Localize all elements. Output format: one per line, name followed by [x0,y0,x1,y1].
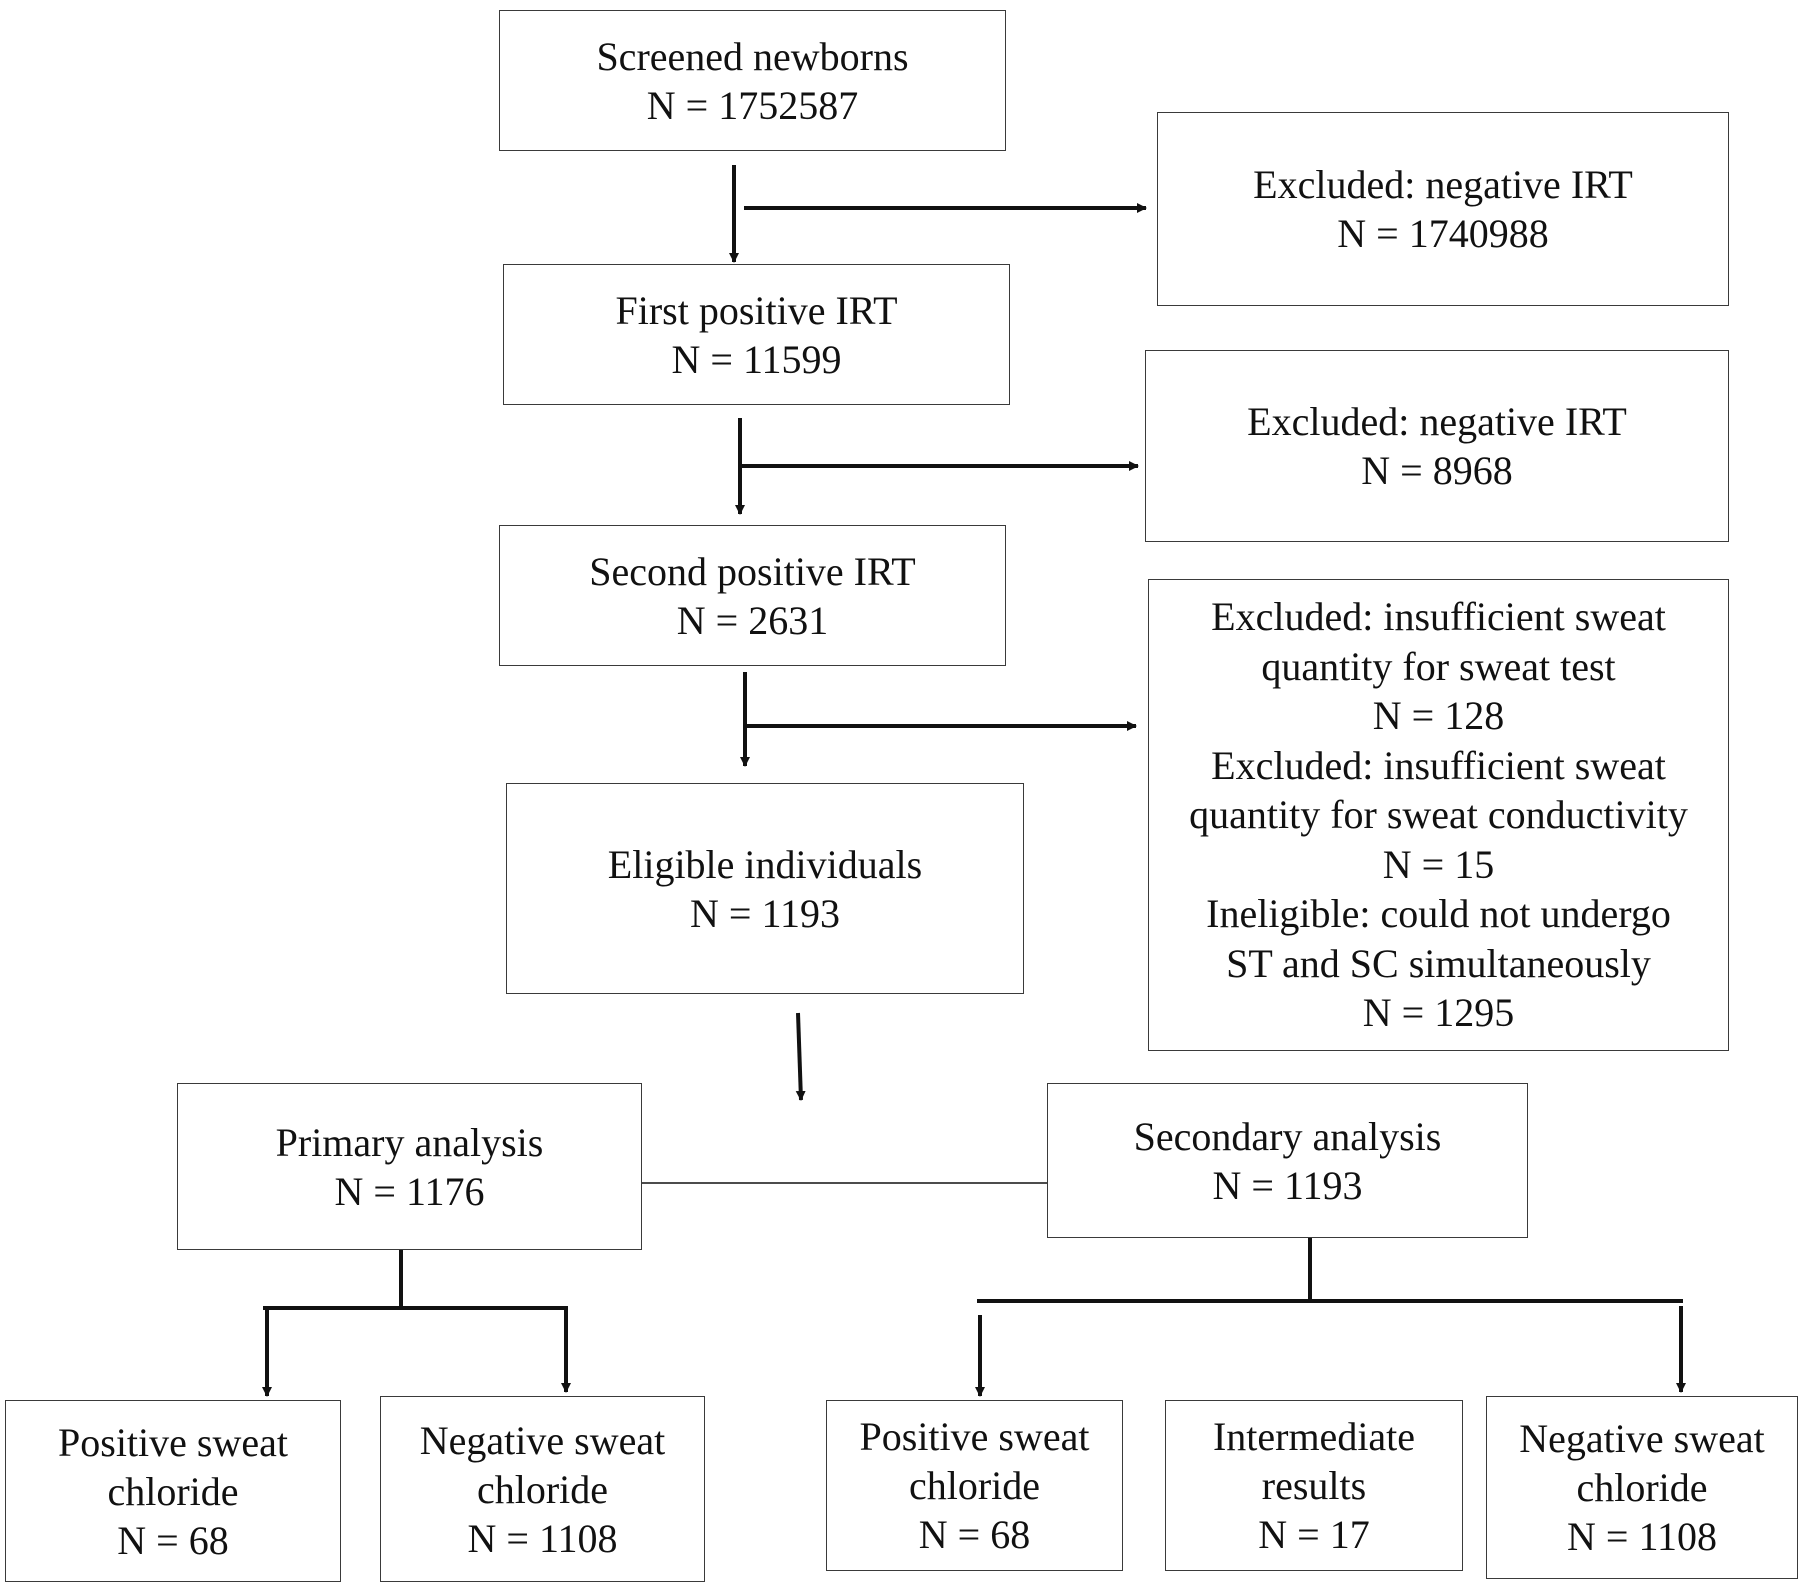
arrow-eligible-down [795,1012,806,1101]
eligible-individuals-box: Eligible individuals N = 1193 [506,783,1024,994]
box-line: Excluded: negative IRT [1247,399,1627,444]
primary-positive-sweat-chloride-box: Positive sweat chloride N = 68 [5,1400,341,1582]
excluded-negative-irt-2-box: Excluded: negative IRT N = 8968 [1145,350,1729,542]
box-line: N = 8968 [1361,448,1513,493]
box-line: N = 1108 [1567,1514,1717,1559]
box-line: N = 11599 [671,336,842,382]
box-line: Ineligible: could not undergo [1206,891,1671,937]
first-positive-irt-box: First positive IRT N = 11599 [503,264,1010,405]
primary-negative-sweat-chloride-box: Negative sweat chloride N = 1108 [380,1396,705,1582]
box-line: ST and SC simultaneously [1226,940,1651,986]
secondary-positive-sweat-chloride-box: Positive sweat chloride N = 68 [826,1400,1123,1571]
box-line: results [1261,1463,1367,1508]
primary-analysis-box: Primary analysis N = 1176 [177,1083,642,1250]
box-line: N = 15 [1382,841,1495,887]
box-line: Positive sweat [58,1419,288,1465]
secondary-analysis-box: Secondary analysis N = 1193 [1047,1083,1528,1238]
box-line: chloride [1576,1465,1708,1510]
box-line: N = 17 [1258,1512,1370,1557]
box-line: N = 1295 [1362,990,1515,1036]
box-line: N = 1752587 [646,82,859,128]
box-line: N = 68 [918,1512,1031,1557]
box-line: Excluded: insufficient sweat [1211,742,1666,788]
box-line: quantity for sweat test [1261,643,1616,689]
box-line: Intermediate [1212,1414,1416,1459]
excluded-insufficient-sweat-box: Excluded: insufficient sweat quantity fo… [1148,579,1729,1051]
excluded-negative-irt-1-box: Excluded: negative IRT N = 1740988 [1157,112,1729,306]
box-line: N = 128 [1372,693,1505,739]
box-line: N = 1176 [334,1168,485,1214]
secondary-intermediate-results-box: Intermediate results N = 17 [1165,1400,1463,1571]
secondary-negative-sweat-chloride-box: Negative sweat chloride N = 1108 [1486,1396,1798,1579]
box-line: N = 2631 [676,597,829,643]
box-line: chloride [107,1468,239,1514]
box-line: Eligible individuals [607,841,923,887]
box-line: N = 1193 [690,890,840,936]
screened-newborns-box: Screened newborns N = 1752587 [499,10,1006,151]
box-line: chloride [476,1466,609,1512]
box-line: Negative sweat [1519,1416,1765,1461]
box-line: Negative sweat [419,1417,666,1463]
box-line: Secondary analysis [1133,1113,1442,1159]
box-line: Excluded: negative IRT [1253,162,1633,207]
box-line: First positive IRT [615,287,898,333]
second-positive-irt-box: Second positive IRT N = 2631 [499,525,1006,666]
box-line: N = 1740988 [1337,211,1549,256]
box-line: quantity for sweat conductivity [1189,792,1688,838]
box-line: Second positive IRT [589,548,916,594]
box-line: Screened newborns [596,33,909,79]
box-line: N = 1108 [467,1515,618,1561]
box-line: N = 68 [117,1517,229,1563]
box-line: chloride [908,1463,1041,1508]
box-line: Positive sweat [859,1414,1090,1459]
box-line: Primary analysis [275,1119,544,1165]
box-line: Excluded: insufficient sweat [1211,594,1666,640]
box-line: N = 1193 [1212,1162,1363,1208]
